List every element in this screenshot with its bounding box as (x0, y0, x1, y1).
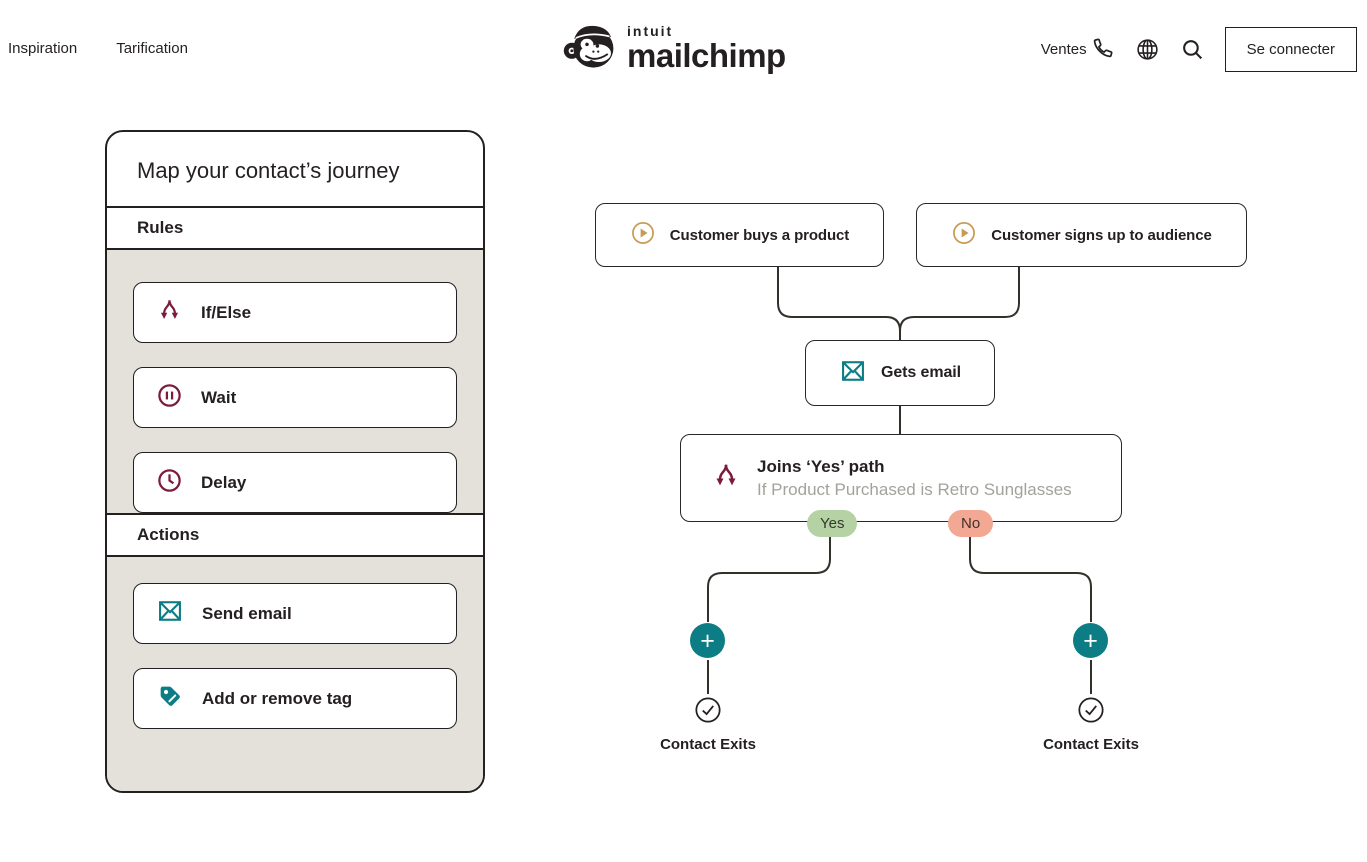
play-circle-icon (951, 220, 977, 251)
nav-item-inspiration[interactable]: Inspiration (8, 40, 78, 57)
mailchimp-freddie-logo-icon (563, 18, 619, 79)
yes-branch-badge: Yes (807, 510, 858, 537)
sales-label: Ventes (1040, 41, 1087, 58)
actions-section: Send email Add or remove tag (107, 557, 483, 791)
contact-exits-label: Contact Exits (660, 736, 756, 753)
email-step-label: Gets email (881, 364, 961, 381)
add-step-button-yes[interactable]: + (690, 623, 725, 658)
phone-icon (1091, 36, 1115, 64)
nav-item-tarification[interactable]: Tarification (116, 40, 188, 57)
rule-item-delay[interactable]: Delay (133, 452, 457, 513)
rule-item-label: Wait (201, 387, 237, 407)
envelope-icon (839, 357, 867, 390)
rule-item-wait[interactable]: Wait (133, 367, 457, 428)
actions-section-label: Actions (107, 513, 483, 557)
exit-check-icon (694, 696, 722, 724)
journey-builder-panel: Map your contact’s journey Rules If/Else (105, 130, 485, 793)
trigger-label: Customer buys a product (669, 226, 850, 244)
exit-check-icon (1077, 696, 1105, 724)
branch-icon (711, 461, 741, 496)
rule-item-label: If/Else (201, 302, 252, 322)
rule-item-if-else[interactable]: If/Else (133, 282, 457, 343)
branch-step-node[interactable]: Joins ‘Yes’ path If Product Purchased is… (680, 434, 1122, 522)
tag-icon (156, 682, 184, 715)
branch-step-text: Joins ‘Yes’ path If Product Purchased is… (757, 457, 1072, 500)
trigger-label: Customer signs up to audience (991, 226, 1212, 244)
rule-item-label: Delay (201, 472, 247, 492)
mailchimp-logo[interactable]: intuit mailchimp (563, 18, 786, 79)
envelope-icon (156, 597, 184, 630)
action-item-label: Send email (202, 603, 292, 623)
panel-title: Map your contact’s journey (137, 158, 400, 183)
play-circle-icon (630, 220, 656, 251)
rules-section: If/Else Wait Delay (107, 250, 483, 513)
pause-circle-icon (156, 382, 183, 414)
branch-icon (156, 297, 183, 329)
search-icon[interactable] (1180, 37, 1205, 62)
clock-icon (156, 467, 183, 499)
intuit-wordmark: intuit (627, 23, 674, 39)
branch-step-title: Joins ‘Yes’ path (757, 456, 885, 476)
rules-section-label: Rules (107, 206, 483, 250)
contact-exits-label: Contact Exits (1043, 736, 1139, 753)
action-item-send-email[interactable]: Send email (133, 583, 457, 644)
nav-left: Inspiration Tarification (8, 40, 188, 57)
email-step-node[interactable]: Gets email (805, 340, 995, 406)
trigger-node-signs-up[interactable]: Customer signs up to audience (916, 203, 1247, 267)
login-button[interactable]: Se connecter (1224, 27, 1357, 72)
sales-phone-link[interactable]: Ventes (1041, 36, 1115, 64)
action-item-label: Add or remove tag (202, 688, 353, 708)
add-step-button-no[interactable]: + (1073, 623, 1108, 658)
language-globe-icon[interactable] (1135, 37, 1160, 62)
trigger-node-buys-product[interactable]: Customer buys a product (595, 203, 884, 267)
mailchimp-wordmark: mailchimp (627, 37, 786, 74)
action-item-add-remove-tag[interactable]: Add or remove tag (133, 668, 457, 729)
branch-step-condition: If Product Purchased is Retro Sunglasses (757, 479, 1072, 499)
header-right: Ventes Se connecter (1041, 27, 1357, 72)
logo-wordmark: intuit mailchimp (627, 24, 786, 72)
no-branch-badge: No (948, 510, 994, 537)
